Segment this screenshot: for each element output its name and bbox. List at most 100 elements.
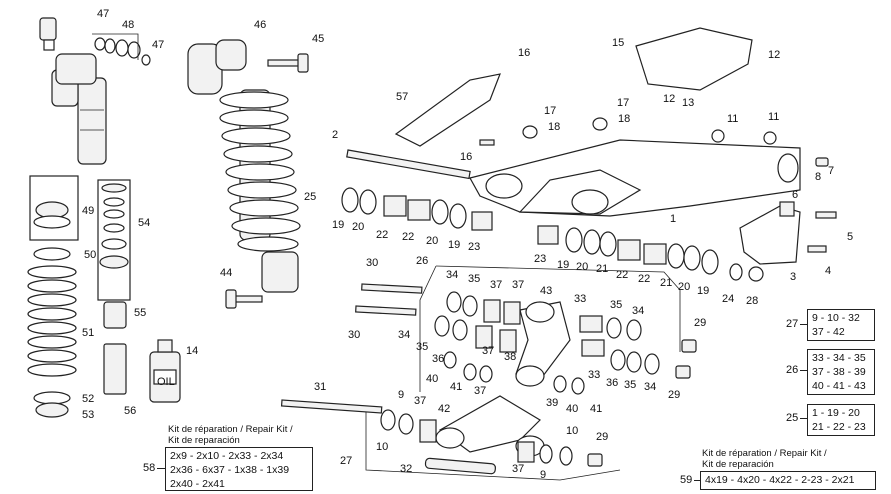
spring-seat-50 (33, 247, 71, 261)
kit-59-leader (694, 480, 700, 481)
callout-19-c: 19 (557, 259, 569, 271)
bracket-6 (779, 201, 795, 217)
callout-6: 6 (792, 189, 798, 201)
callout-12-left: 12 (663, 93, 675, 105)
kit-58-line-1: 2x9 - 2x10 - 2x33 - 2x34 (170, 450, 284, 462)
callout-55: 55 (134, 307, 146, 319)
kit-27-box: 9 - 10 - 32 37 - 42 (807, 309, 875, 341)
callout-9-right: 9 (540, 469, 546, 481)
callout-36-left: 36 (432, 353, 444, 365)
callout-49: 49 (82, 205, 94, 217)
callout-28: 28 (746, 295, 758, 307)
kit-27-id: 27 (786, 318, 799, 330)
callout-40-right: 40 (566, 403, 578, 415)
callout-36-right: 36 (606, 377, 618, 389)
bushing-stack-54 (97, 179, 131, 301)
sliders-16-17-18 (479, 117, 608, 146)
clevis-56 (103, 343, 127, 395)
callout-48: 48 (122, 19, 134, 31)
callout-4: 4 (825, 265, 831, 277)
kit-59-line-1: 4x19 - 4x20 - 4x22 - 2-23 - 2x21 (705, 474, 855, 486)
callout-33-bottom: 33 (588, 369, 600, 381)
kit-25-id: 25 (786, 412, 799, 424)
kit-26-line-2: 37 - 38 - 39 (812, 366, 866, 378)
callout-20-b: 20 (426, 235, 438, 247)
callout-47-top: 47 (97, 8, 109, 20)
callout-35-bottom: 35 (624, 379, 636, 391)
oil-bottle-14 (149, 339, 181, 403)
callout-11-left: 11 (727, 113, 738, 125)
callout-21-b: 21 (660, 277, 672, 289)
callout-51: 51 (82, 327, 94, 339)
kit-25-line-2: 21 - 22 - 23 (812, 421, 866, 433)
chain-guide-57 (394, 73, 501, 147)
bolt-31 (280, 399, 383, 414)
callout-5: 5 (847, 231, 853, 243)
pivot-shaft-2 (346, 149, 471, 180)
kit-59-caption-1: Kit de réparation / Repair Kit / (702, 448, 827, 459)
link-42 (435, 395, 545, 457)
callout-1: 1 (670, 213, 676, 225)
kit-59-box: 4x19 - 4x20 - 4x22 - 2-23 - 2x21 (700, 471, 876, 490)
callout-45: 45 (312, 33, 324, 45)
callout-46: 46 (254, 19, 266, 31)
callout-43: 43 (540, 285, 552, 297)
kit-58-caption-2: Kit de reparación (168, 435, 240, 446)
callout-19-b: 19 (448, 239, 460, 251)
caps-11 (711, 129, 777, 145)
callout-35-right: 35 (610, 299, 622, 311)
callout-39: 39 (546, 397, 558, 409)
linkage-group-27-frame (365, 412, 621, 481)
callout-25-left: 25 (304, 191, 316, 203)
callout-19-a: 19 (332, 219, 344, 231)
callout-57: 57 (396, 91, 408, 103)
kit-58-caption-1: Kit de réparation / Repair Kit / (168, 424, 293, 435)
callout-19-d: 19 (697, 285, 709, 297)
callout-32: 32 (400, 463, 412, 475)
callout-54: 54 (138, 217, 150, 229)
bolt-30-upper (361, 283, 423, 294)
kit-26-box: 33 - 34 - 35 37 - 38 - 39 40 - 41 - 43 (807, 349, 875, 395)
callout-34-bottom: 34 (644, 381, 656, 393)
kit-25-line-1: 1 - 19 - 20 (812, 407, 860, 419)
callout-29-a: 29 (694, 317, 706, 329)
callout-20-a: 20 (352, 221, 364, 233)
shock-absorber-46 (187, 39, 301, 293)
callout-34-top: 34 (446, 269, 458, 281)
callout-23-a: 23 (468, 241, 480, 253)
callout-37-b: 37 (512, 279, 524, 291)
callout-41-right: 41 (590, 403, 602, 415)
callout-22-b: 22 (402, 231, 414, 243)
kit-26-leader (800, 370, 807, 371)
callout-26: 26 (416, 255, 428, 267)
callout-47-right: 47 (152, 39, 164, 51)
bolt-30-lower (355, 305, 417, 316)
kit-59-id: 59 (680, 474, 693, 486)
callout-10-left: 10 (376, 441, 388, 453)
callout-23-b: 23 (534, 253, 546, 265)
washer-24-28 (729, 263, 764, 282)
callout-16-top: 16 (518, 47, 530, 59)
callout-38: 38 (504, 351, 516, 363)
callout-41-left: 41 (450, 381, 462, 393)
callout-37-c: 37 (482, 345, 494, 357)
callout-42: 42 (438, 403, 450, 415)
callout-18-right: 18 (618, 113, 630, 125)
linkage-group-26-frame (419, 265, 681, 392)
callout-2: 2 (332, 129, 338, 141)
callout-44: 44 (220, 267, 232, 279)
callout-35-left: 35 (416, 341, 428, 353)
kit-58-line-3: 2x40 - 2x41 (170, 478, 225, 490)
kit-58-leader (157, 468, 165, 469)
cap-55 (103, 301, 127, 329)
kit-59-caption-2: Kit de reparación (702, 459, 774, 470)
kit-58-line-2: 2x36 - 6x37 - 1x38 - 1x39 (170, 464, 290, 476)
callout-16-mid: 16 (460, 151, 472, 163)
callout-56: 56 (124, 405, 136, 417)
callout-7: 7 (828, 165, 834, 177)
callout-18-left: 18 (548, 121, 560, 133)
callout-27: 27 (340, 455, 352, 467)
washer-set-48 (92, 33, 151, 66)
kit-25-box: 1 - 19 - 20 21 - 22 - 23 (807, 404, 875, 436)
